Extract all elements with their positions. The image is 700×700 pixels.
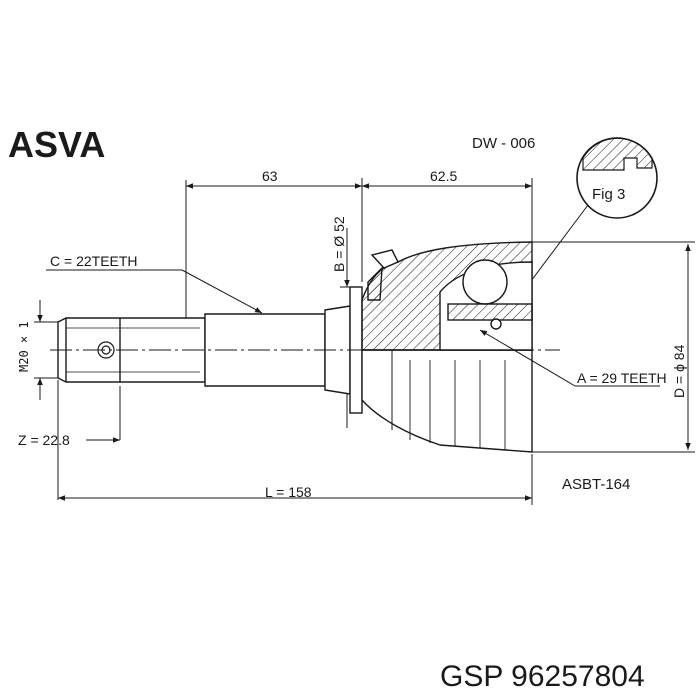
top-dimension xyxy=(185,178,533,320)
a-leader xyxy=(479,329,660,387)
inner-splines xyxy=(409,360,506,450)
dim-c: C = 22TEETH xyxy=(50,253,138,269)
z-dimension xyxy=(57,380,121,500)
part-code: DW - 006 xyxy=(472,135,535,152)
dim-d: D = ϕ 84 xyxy=(671,344,687,398)
dim-z: Z = 22.8 xyxy=(18,432,70,448)
d-dimension xyxy=(532,241,695,453)
dim-63: 63 xyxy=(262,168,278,184)
fig-callout xyxy=(497,137,658,326)
dim-62-5: 62.5 xyxy=(430,168,457,184)
shaft-hole xyxy=(97,341,115,359)
ball xyxy=(447,259,533,330)
footer-part-number: GSP 96257804 xyxy=(440,660,645,693)
dim-l: L = 158 xyxy=(265,484,312,500)
dim-m: M20 × 1 xyxy=(17,321,31,372)
dim-a: A = 29 TEETH xyxy=(577,370,667,386)
c-leader xyxy=(46,269,263,314)
article-code: ASBT-164 xyxy=(562,476,630,493)
l-dimension xyxy=(58,454,533,505)
dim-b: B = Ø 52 xyxy=(331,216,347,272)
joint-housing xyxy=(361,241,533,453)
brand-logo: ASVA xyxy=(8,124,105,165)
fig-label: Fig 3 xyxy=(592,186,625,203)
